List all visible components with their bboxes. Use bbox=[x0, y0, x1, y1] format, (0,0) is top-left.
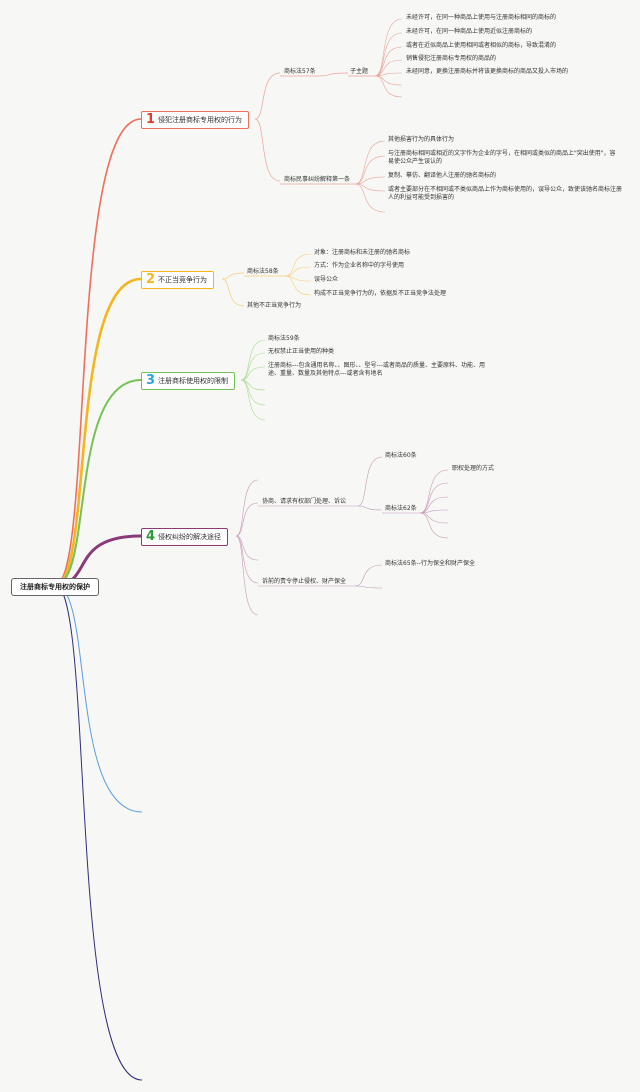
link-root-branch-2 bbox=[54, 277, 142, 587]
link-b3-item-5 bbox=[240, 379, 266, 406]
link-b3-item-3 bbox=[240, 366, 266, 381]
link-b1-civil bbox=[254, 118, 281, 182]
node-58-item-1[interactable]: 对象：注册商标和未注册的驰名商标 bbox=[314, 249, 411, 256]
link-civil-item-2 bbox=[354, 155, 386, 185]
link-sub-item-2 bbox=[374, 32, 403, 77]
node-negotiation-litigation[interactable]: 协商、请求有权部门处理、诉讼 bbox=[262, 498, 347, 505]
node-58-item-3[interactable]: 误导公众 bbox=[314, 276, 339, 283]
link-law58-item-2 bbox=[284, 266, 312, 277]
branch-4-number: 4 bbox=[146, 529, 156, 544]
node-civil-dispute-art1[interactable]: 商标民事纠纷解释第一条 bbox=[284, 176, 351, 183]
branch-2-number: 2 bbox=[146, 272, 156, 287]
link-b3-item-1 bbox=[240, 339, 266, 381]
node-62-item-1[interactable]: 职权处理的方式 bbox=[452, 465, 495, 472]
node-trademark-law-57[interactable]: 商标法57条 bbox=[284, 68, 316, 75]
link-civil-item-5 bbox=[354, 183, 386, 213]
link-root-branch-1 bbox=[54, 118, 142, 586]
node-civil-item-1[interactable]: 其他损害行为的具体行为 bbox=[388, 136, 455, 143]
link-b2-other bbox=[221, 278, 245, 307]
node-57-item-5[interactable]: 未经同意，更换注册商标并将该更换商标的商品又投入市场的 bbox=[406, 68, 569, 75]
node-pre-litigation[interactable]: 诉前的责令停止侵权、财产保全 bbox=[262, 578, 347, 585]
node-trademark-law-58[interactable]: 商标法58条 bbox=[247, 268, 279, 275]
node-trademark-law-65[interactable]: 商标法65条--行为保全和财产保全 bbox=[385, 560, 475, 567]
link-sub-item-5 bbox=[374, 72, 403, 77]
node-57-item-2[interactable]: 未经许可，在同一种商品上使用近似注册商标的 bbox=[406, 28, 533, 35]
link-neg-law60 bbox=[357, 456, 383, 507]
link-b4-item-1 bbox=[235, 479, 259, 537]
link-pre-law65 bbox=[354, 564, 383, 587]
link-law62-item-2 bbox=[419, 482, 449, 514]
node-57-item-1[interactable]: 未经许可，在同一种商品上使用与注册商标相同的商标的 bbox=[406, 14, 557, 21]
link-law62-item-1 bbox=[419, 469, 449, 514]
link-neg-law62 bbox=[357, 505, 383, 511]
link-b4-item-5 bbox=[235, 535, 259, 616]
link-civil-item-1 bbox=[354, 140, 386, 185]
node-57-item-3[interactable]: 或者在近似商品上使用相同或者相似的商标，导致混淆的 bbox=[406, 42, 557, 49]
link-sub-item-7 bbox=[374, 75, 403, 98]
node-subtopic[interactable]: 子主题 bbox=[350, 68, 369, 75]
root-topic[interactable]: 注册商标专用权的保护 bbox=[11, 578, 99, 596]
node-58-item-2[interactable]: 方式：作为企业名称中的字号使用 bbox=[314, 262, 405, 269]
link-pre-empty bbox=[354, 585, 383, 589]
branch-2-label: 不正当竞争行为 bbox=[158, 276, 208, 284]
branch-4-topic[interactable]: 4 侵权纠纷的解决途径 bbox=[141, 528, 229, 546]
link-law62-item-6 bbox=[419, 512, 449, 539]
link-b2-law58 bbox=[221, 272, 245, 280]
node-civil-item-2[interactable]: 与注册商标相同或相近的文字作为企业的字号，在相同或类似的商品上"突出使用"，容易… bbox=[388, 150, 616, 165]
link-b3-item-2 bbox=[240, 352, 266, 381]
link-root-empty-blue bbox=[54, 584, 143, 813]
node-trademark-law-59[interactable]: 商标法59条 bbox=[268, 335, 300, 342]
link-law57-sub bbox=[319, 72, 349, 77]
branch-2-topic[interactable]: 2 不正当竞争行为 bbox=[141, 271, 215, 289]
branch-3-topic[interactable]: 3 注册商标使用权的限制 bbox=[141, 372, 236, 390]
link-b3-item-6 bbox=[240, 379, 266, 421]
branch-1-label: 侵犯注册商标专用权的行为 bbox=[158, 116, 243, 124]
node-civil-item-3[interactable]: 复制、摹仿、翻译他人注册的驰名商标的 bbox=[388, 172, 497, 179]
branch-1-number: 1 bbox=[146, 112, 156, 127]
branch-3-number: 3 bbox=[146, 373, 156, 388]
branch-3-label: 注册商标使用权的限制 bbox=[158, 377, 229, 385]
link-sub-item-3 bbox=[374, 46, 403, 77]
link-civil-item-3 bbox=[354, 176, 386, 185]
link-root-branch-3 bbox=[54, 379, 142, 586]
link-root-empty-navy bbox=[54, 584, 143, 1081]
link-b4-item-2 bbox=[235, 502, 259, 537]
link-sub-item-4 bbox=[374, 59, 403, 77]
node-trademark-law-62[interactable]: 商标法62条 bbox=[385, 505, 417, 512]
node-registered-mark-limits[interactable]: 注册商标---包含通用名称、、图形、、型号---或者商品的质量、主要原料、功能、… bbox=[268, 362, 485, 377]
node-other-unfair-competition[interactable]: 其他不正当竞争行为 bbox=[247, 302, 302, 309]
link-law58-item-1 bbox=[284, 253, 312, 277]
link-law62-item-3 bbox=[419, 496, 449, 514]
link-law58-item-4 bbox=[284, 275, 312, 296]
node-57-item-4[interactable]: 销售侵犯注册商标专用权的商品的 bbox=[406, 55, 497, 62]
link-b1-law57 bbox=[254, 72, 281, 120]
branch-4-label: 侵权纠纷的解决途径 bbox=[158, 533, 222, 541]
link-civil-item-4 bbox=[354, 183, 386, 192]
branch-1-topic[interactable]: 1 侵犯注册商标专用权的行为 bbox=[141, 111, 250, 129]
node-trademark-law-60[interactable]: 商标法60条 bbox=[385, 452, 417, 459]
node-58-item-4[interactable]: 构成不正当竞争行为的，依据反不正当竞争法处理 bbox=[314, 290, 447, 297]
link-law62-item-4 bbox=[419, 509, 449, 514]
node-fair-use-types[interactable]: 无权禁止正当使用的种类 bbox=[268, 348, 335, 355]
node-civil-item-4[interactable]: 或者主要部分在不相同或不类似商品上作为商标使用的，误导公众，致使该驰名商标注册人… bbox=[388, 186, 623, 201]
